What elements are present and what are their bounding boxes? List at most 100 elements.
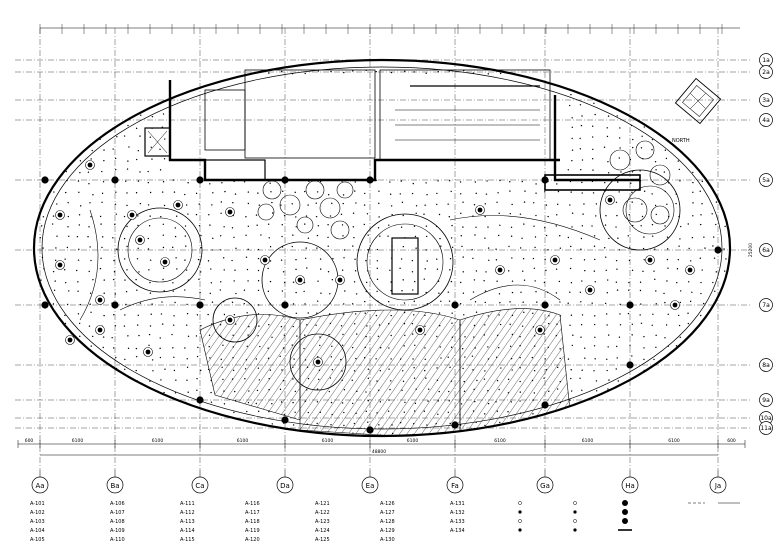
dimension-value: 600 [25, 438, 34, 444]
compass: NORTH [672, 77, 722, 144]
legend-row: A-112 [180, 510, 198, 516]
legend-code: A-126 [380, 501, 395, 507]
svg-text:5a: 5a [762, 177, 770, 184]
legend-code: A-108 [110, 519, 125, 525]
legend-row: A-110 [110, 537, 128, 543]
legend-row: A-114 [180, 528, 198, 534]
svg-text:8a: 8a [762, 362, 770, 369]
svg-text:Da: Da [280, 482, 290, 490]
svg-text:2a: 2a [762, 69, 770, 76]
grid-label-row-9a: 9a [759, 393, 773, 407]
svg-text:6a: 6a [762, 247, 770, 254]
legend-code: A-112 [180, 510, 195, 516]
grid-label-col-Fa: Fa [446, 470, 464, 494]
svg-text:Ha: Ha [625, 482, 635, 490]
legend-row: A-103 [30, 519, 48, 525]
overall-dimension: 48800 [372, 449, 386, 455]
legend-code: A-113 [180, 519, 195, 525]
svg-text:Ba: Ba [110, 482, 119, 490]
legend-code: A-111 [180, 501, 195, 507]
svg-text:Ja: Ja [714, 482, 721, 490]
dimension-value: 6100 [582, 438, 594, 444]
legend-row: A-115 [180, 537, 198, 543]
legend-row: A-113 [180, 519, 198, 525]
hatched-ceiling-zones [199, 308, 571, 436]
legend-row: A-123 [315, 519, 333, 525]
legend-row: A-101 [30, 501, 48, 507]
legend-code: A-122 [315, 510, 330, 516]
grid-label-row-11a: 11a [759, 421, 773, 435]
legend-code: A-106 [110, 501, 125, 507]
legend-row: A-120 [245, 537, 263, 543]
legend-row: A-102 [30, 510, 48, 516]
dimension-value: 6100 [237, 438, 249, 444]
legend-symbols [518, 500, 740, 532]
grid-label-col-Aa: Aa [31, 470, 49, 494]
svg-text:4a: 4a [762, 117, 770, 124]
grid-label-col-Ba: Ba [106, 470, 124, 494]
legend-code: A-128 [380, 519, 395, 525]
grid-label-row-4a: 4a [759, 113, 773, 127]
svg-text:3a: 3a [762, 97, 770, 104]
legend-row: A-128 [380, 519, 398, 525]
grid-label-col-Ha: Ha [621, 470, 639, 494]
legend-code: A-121 [315, 501, 330, 507]
svg-text:11a: 11a [760, 425, 772, 432]
overall-dimension-right: 25200 [748, 243, 754, 257]
legend-code: A-104 [30, 528, 45, 534]
legend-code: A-101 [30, 501, 45, 507]
legend-code: A-127 [380, 510, 395, 516]
legend-code: A-131 [450, 501, 465, 507]
legend-code: A-133 [450, 519, 465, 525]
legend-row: A-127 [380, 510, 398, 516]
grid-label-row-1a: 1a [759, 53, 773, 67]
legend-code: A-132 [450, 510, 465, 516]
legend-row: A-132 [450, 510, 468, 516]
grid-label-col-Ja: Ja [709, 470, 727, 494]
legend-code: A-118 [245, 519, 260, 525]
svg-text:9a: 9a [762, 397, 770, 404]
legend-row: A-109 [110, 528, 128, 534]
svg-text:7a: 7a [762, 302, 770, 309]
grid-label-row-3a: 3a [759, 93, 773, 107]
legend-row: A-118 [245, 519, 263, 525]
legend-code: A-123 [315, 519, 330, 525]
legend-code: A-129 [380, 528, 395, 534]
core-area [144, 69, 641, 191]
legend-row: A-122 [315, 510, 333, 516]
legend-code: A-109 [110, 528, 125, 534]
legend-code: A-117 [245, 510, 260, 516]
legend-code: A-102 [30, 510, 45, 516]
legend-code: A-125 [315, 537, 330, 543]
legend-row: A-129 [380, 528, 398, 534]
grid-label-row-8a: 8a [759, 358, 773, 372]
svg-text:Ga: Ga [540, 482, 550, 490]
dimension-value: 600 [727, 438, 736, 444]
legend-code: A-116 [245, 501, 260, 507]
legend-row: A-116 [245, 501, 263, 507]
svg-text:Aa: Aa [35, 482, 44, 490]
legend-row: A-107 [110, 510, 128, 516]
grid-label-col-Ca: Ca [191, 470, 209, 494]
tree-symbols [257, 140, 671, 240]
grid-label-row-2a: 2a [759, 65, 773, 79]
dimension-value: 6100 [668, 438, 680, 444]
legend-row: A-119 [245, 528, 263, 534]
dimension-value: 6100 [72, 438, 84, 444]
legend-code: A-115 [180, 537, 195, 543]
legend-row: A-124 [315, 528, 333, 534]
legend-row: A-133 [450, 519, 468, 525]
legend-code: A-134 [450, 528, 465, 534]
grid-label-col-Ea: Ea [361, 470, 379, 494]
legend-code: A-119 [245, 528, 260, 534]
svg-text:Ea: Ea [366, 482, 375, 490]
legend-code: A-114 [180, 528, 195, 534]
legend-code: A-105 [30, 537, 45, 543]
legend-row: A-126 [380, 501, 398, 507]
legend-row: A-131 [450, 501, 468, 507]
legend-row: A-105 [30, 537, 48, 543]
